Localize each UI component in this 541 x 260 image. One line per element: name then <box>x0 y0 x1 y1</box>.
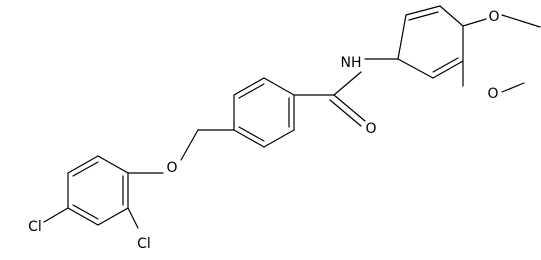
bond-c-n <box>333 71 362 96</box>
central-benzene-ring <box>233 77 295 148</box>
bond-double-inner <box>408 11 439 21</box>
dichlorophenyl-ring <box>67 155 129 226</box>
atom-label-o-methoxy: O <box>487 86 498 102</box>
bond-o-ch3-2 <box>501 82 525 93</box>
bond-c-cl-ortho <box>127 207 139 229</box>
atom-label-cl: Cl <box>28 219 42 235</box>
bond <box>405 5 441 16</box>
bond-double-inner <box>72 161 99 177</box>
bond <box>67 207 99 226</box>
atom-label-o-carbonyl: O <box>365 121 376 137</box>
bond <box>439 5 464 27</box>
atom-label-o-methoxy: O <box>488 9 499 25</box>
bond <box>263 77 295 96</box>
dimethoxyphenyl-ring <box>397 5 464 79</box>
bond <box>97 155 129 174</box>
bond-o-ch2 <box>180 129 199 161</box>
bond <box>397 14 407 60</box>
bond-c-o-double <box>333 94 366 122</box>
bond <box>67 155 99 174</box>
atom-label-o-ether: O <box>166 160 177 176</box>
bond-c-o-methoxy-1 <box>462 18 487 27</box>
bond-c-cl-para <box>43 207 69 223</box>
bond <box>397 58 434 79</box>
bond <box>263 129 295 148</box>
bond <box>233 129 265 148</box>
bond <box>233 77 265 96</box>
bond <box>97 207 129 226</box>
bond-c-o-double-second <box>329 99 362 127</box>
bond <box>432 60 464 79</box>
atom-label-cl: Cl <box>137 236 151 252</box>
bond-double-inner <box>72 204 99 220</box>
bond-o-ch3-1 <box>501 14 541 28</box>
bond-double-inner <box>432 57 459 73</box>
atom-label-nh: NH <box>341 55 362 71</box>
bond-double-inner <box>238 126 265 142</box>
bond-double-inner <box>238 83 265 99</box>
